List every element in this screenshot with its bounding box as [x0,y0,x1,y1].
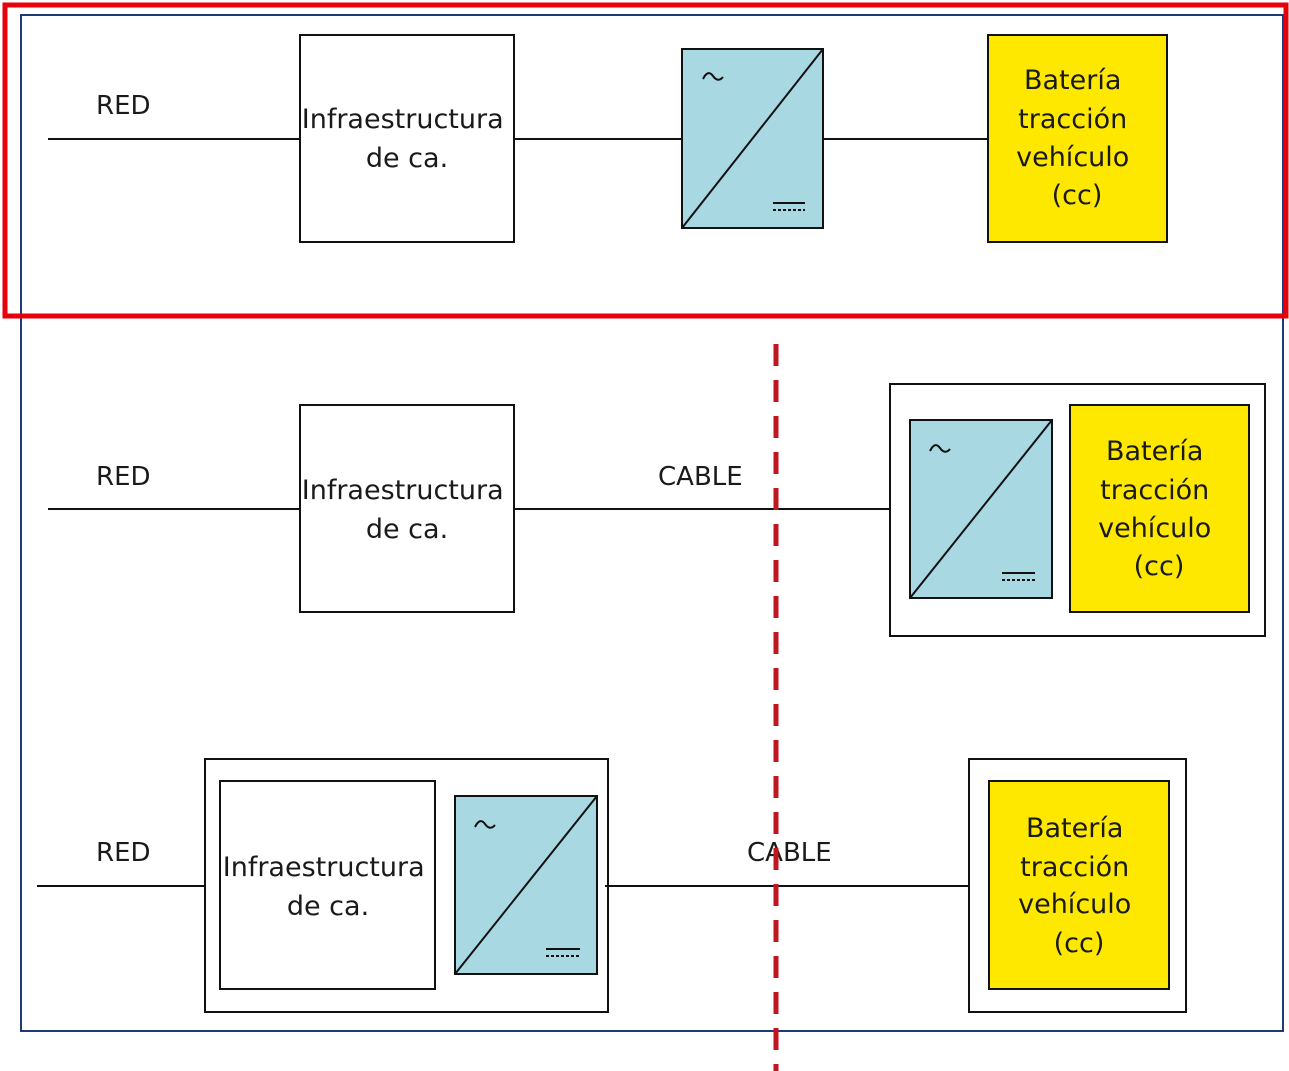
ac-infrastructure-label: Infraestructura de ca. [302,475,513,545]
cable-label: CABLE [658,462,743,492]
row-3: RED Infraestructura de ca. CABLE Batería… [37,758,1187,1013]
cable-label: CABLE [747,838,832,868]
ac-infrastructure-label: Infraestructura de ca. [302,104,513,174]
tilde-ac-icon [474,820,496,829]
traction-battery-label: Batería tracción vehículo (cc) [1016,65,1138,211]
traction-battery-box [988,780,1170,990]
traction-battery-label: Batería tracción vehículo (cc) [1098,436,1220,582]
ac-infrastructure-box [299,34,515,243]
ac-infrastructure-box [219,780,436,990]
dc-lines-icon [773,202,805,211]
ac-dc-converter-icon [454,795,598,975]
tilde-ac-icon [702,72,724,81]
traction-battery-box [1069,404,1250,613]
red-label: RED [96,838,151,868]
outer-frame [20,14,1284,1032]
red-label: RED [96,462,151,492]
dc-lines-icon [546,948,580,957]
row-1: RED Infraestructura de ca. Batería tracc… [48,34,1168,243]
ac-dc-converter-icon [909,419,1053,599]
tilde-ac-icon [929,444,951,453]
row-2: RED Infraestructura de ca. CABLE Batería… [48,383,1266,637]
red-label: RED [96,91,151,121]
ac-dc-converter-icon [681,48,824,229]
ac-infrastructure-box [299,404,515,613]
highlight-frame [2,2,1289,319]
ac-infrastructure-label: Infraestructura de ca. [223,852,434,922]
traction-battery-label: Batería tracción vehículo (cc) [1018,813,1140,959]
dc-lines-icon [1002,572,1035,581]
traction-battery-box [987,34,1168,243]
